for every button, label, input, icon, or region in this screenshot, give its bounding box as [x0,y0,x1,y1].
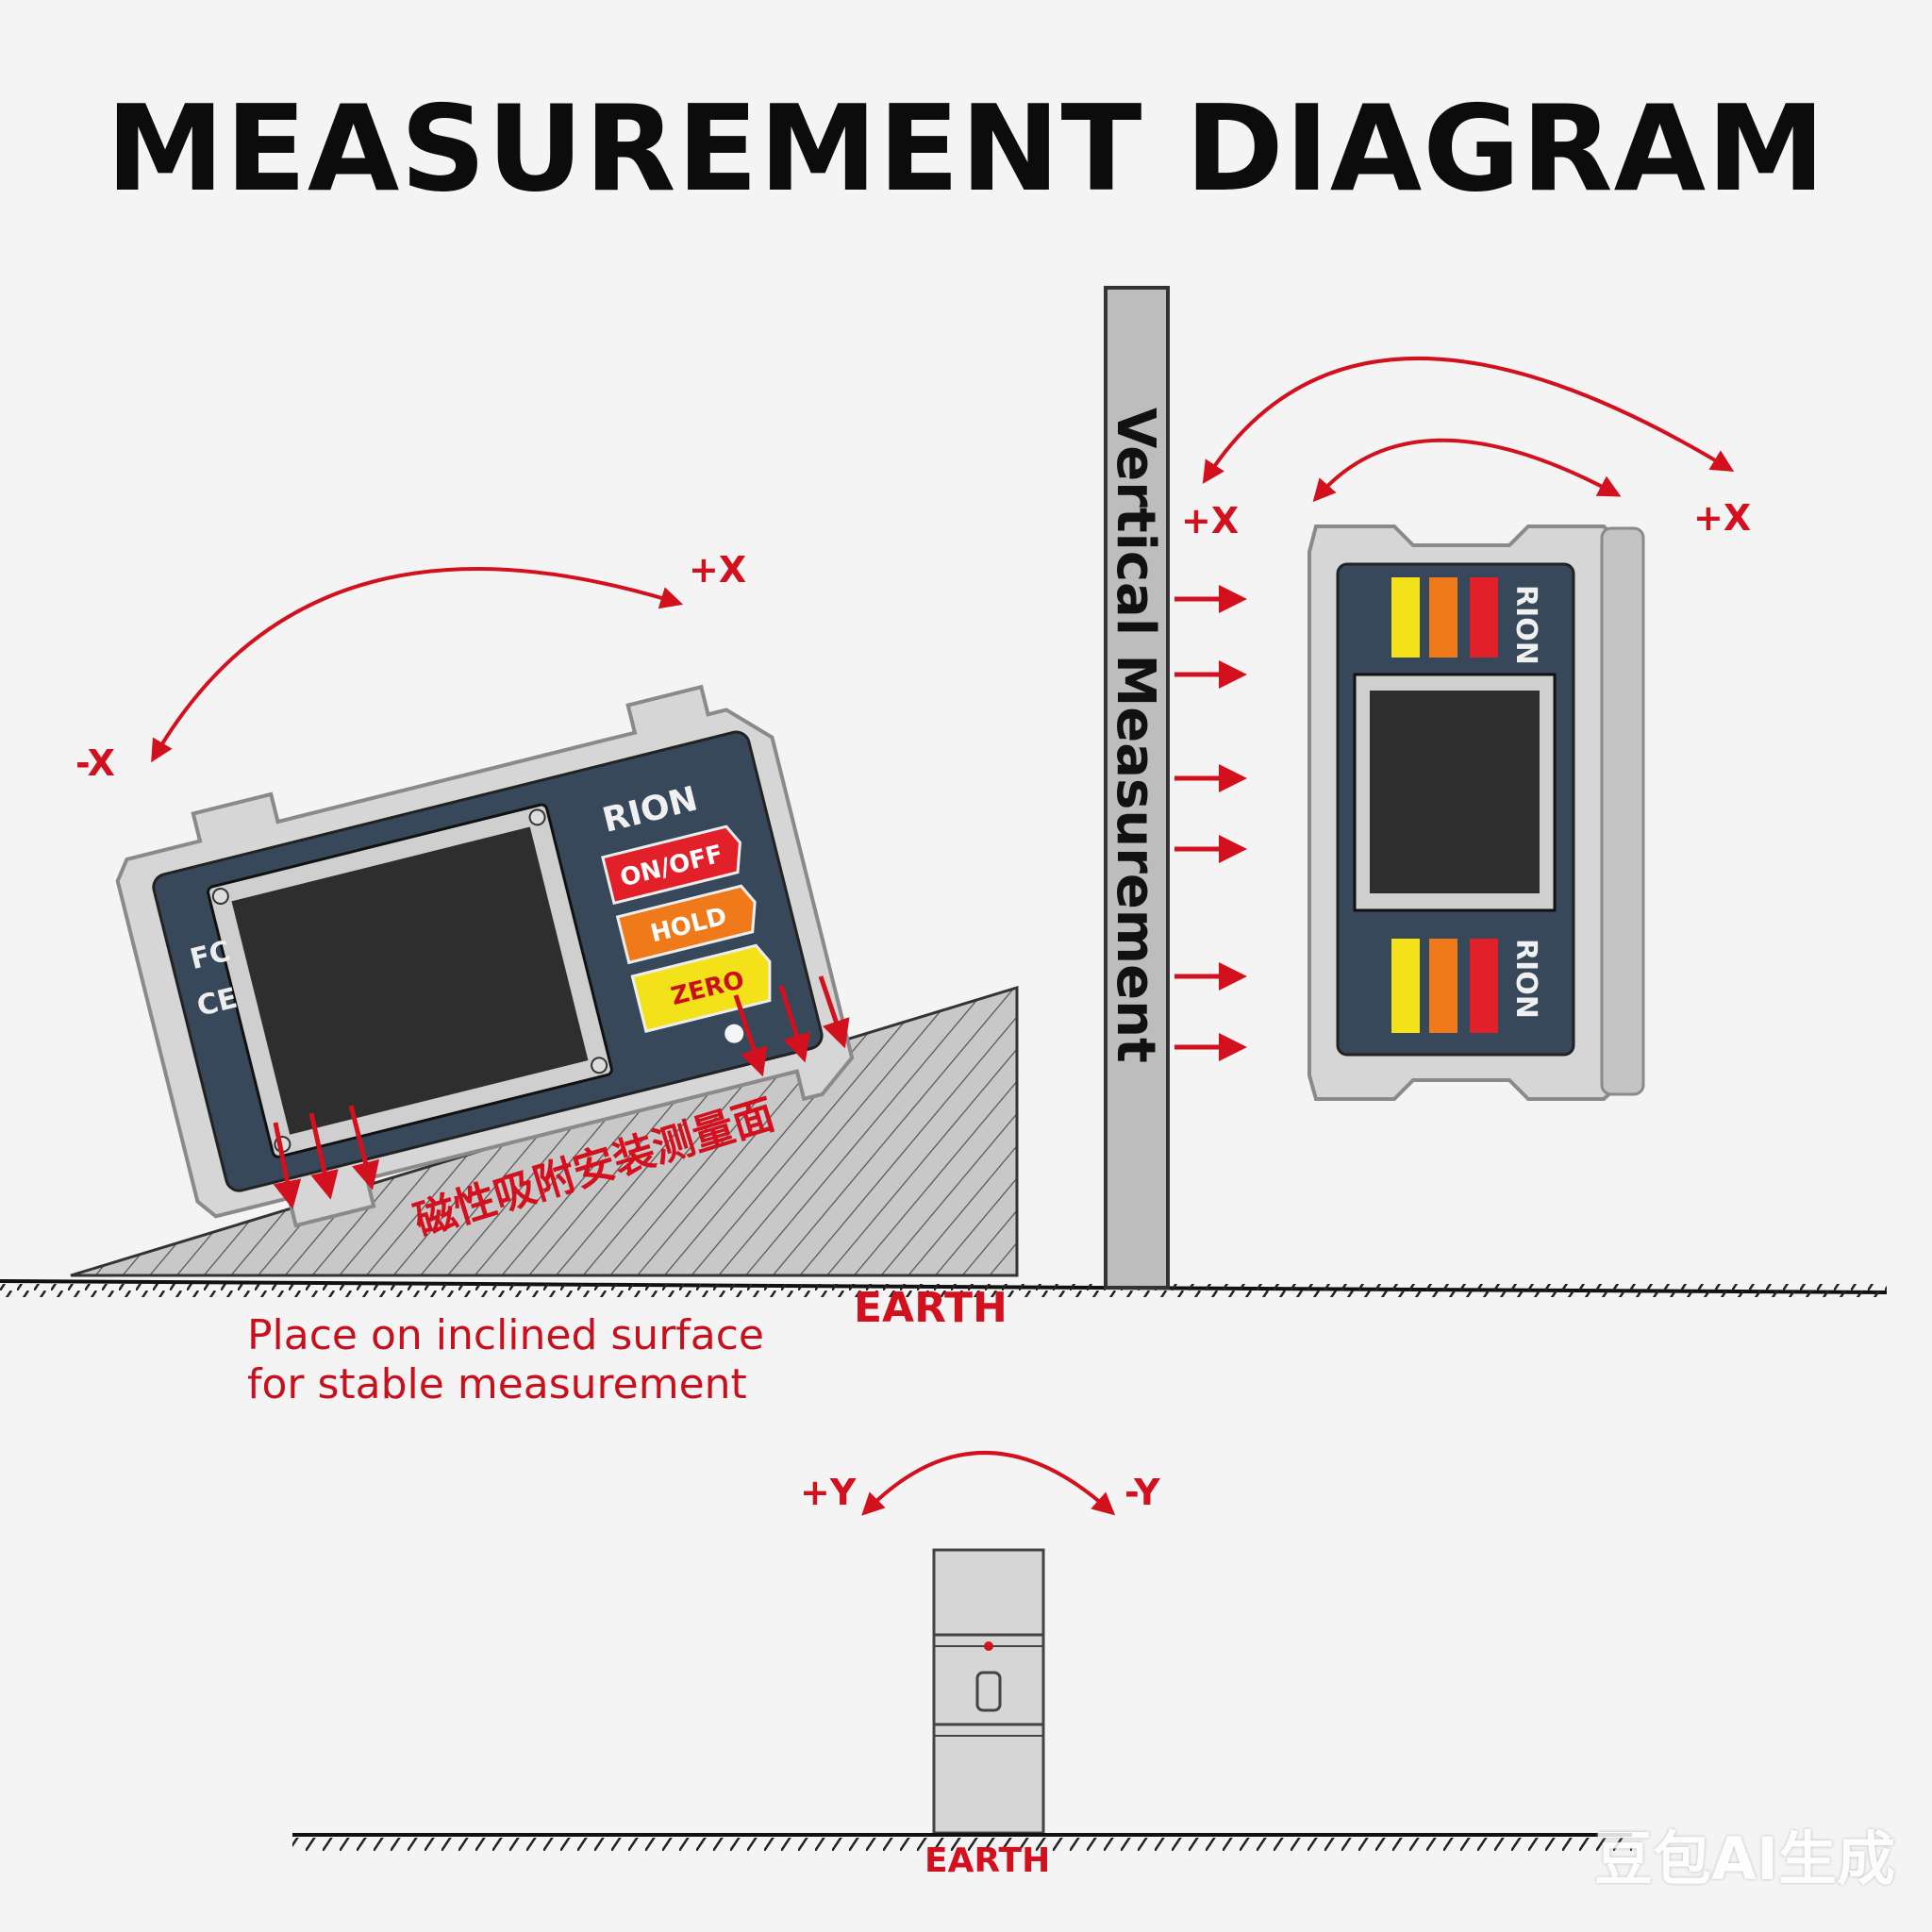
label-plus-y: +Y [800,1472,857,1513]
led-indicator [724,1024,744,1043]
earth-label-bottom: EARTH [924,1841,1051,1880]
hold-button: HOLD [615,884,757,965]
vertical-rotation-arrow-outer [1202,356,1735,485]
bottom-rotation-arrow [861,1451,1116,1516]
magnet-force-arrows [273,975,850,1209]
watermark: 豆包AI生成 [1594,1824,1896,1893]
vertical-brand-top: RION [1509,585,1542,665]
bottom-device [932,1548,1045,1835]
earth-label-main: EARTH [854,1284,1008,1332]
vertical-device: RION RION [1307,525,1645,1101]
note-line-1: Place on inclined surface [247,1311,765,1359]
onoff-button: ON/OFF [601,824,741,906]
inclined-rotation-arrow [151,567,684,763]
label-plus-x-left: +X [1181,500,1240,541]
zero-button: ZERO [630,943,772,1034]
vertical-rotation-arrow-inner [1312,438,1622,503]
label-minus-y: -Y [1124,1472,1160,1513]
vertical-brand-bottom: RION [1509,939,1542,1019]
ground-line-main [0,1279,1888,1297]
label-minus-x: -X [75,742,115,784]
page-title: MEASUREMENT DIAGRAM [106,79,1826,218]
note-line-2: for stable measurement [247,1360,747,1408]
label-plus-x-inclined: +X [689,549,747,591]
inclined-note: Place on inclined surface for stable mea… [247,1311,764,1409]
pole-force-arrows [1174,585,1247,1061]
vertical-pole-label: Vertical Measurement [1105,408,1166,1063]
inclined-device: RION ON/OFF HOLD ZERO CE FC [115,684,855,1228]
label-plus-x-right: +X [1693,497,1752,539]
ground-line-bottom [292,1833,1632,1851]
vertical-pole [1104,286,1170,1290]
